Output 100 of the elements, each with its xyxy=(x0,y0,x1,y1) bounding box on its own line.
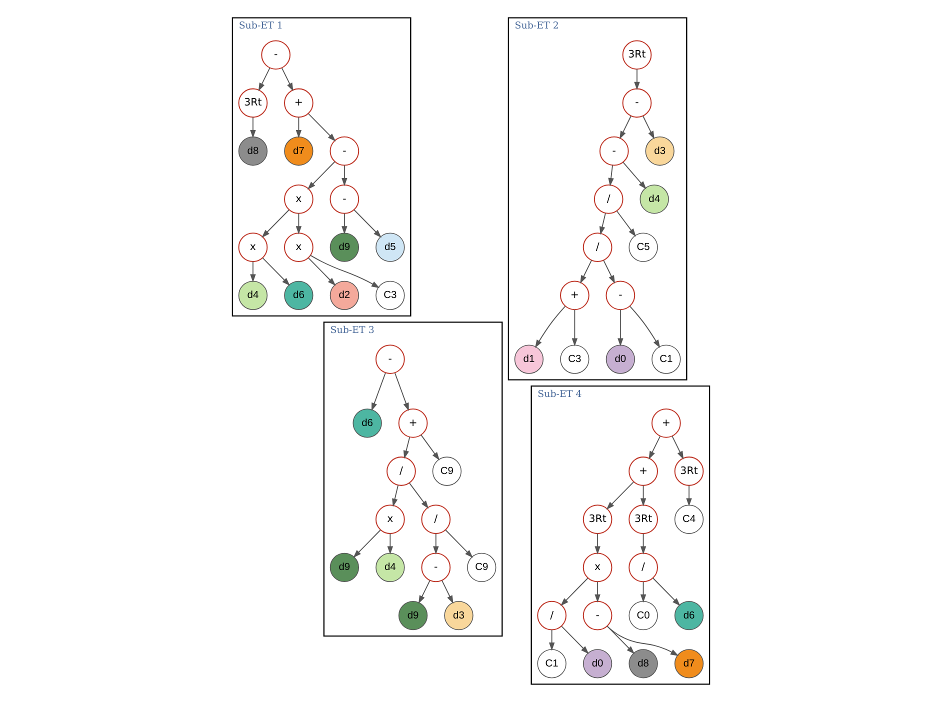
node-circle: d3 xyxy=(644,136,674,166)
arrow xyxy=(250,261,256,282)
node-circle: - xyxy=(329,136,359,166)
node-circle: - xyxy=(374,344,404,374)
node-circle: - xyxy=(582,600,612,630)
node-circle: d9 xyxy=(329,552,359,582)
arrow xyxy=(686,485,692,506)
node-circle: d6 xyxy=(284,280,313,310)
node-circle: C3 xyxy=(560,344,589,374)
arrow xyxy=(622,162,646,190)
arrow xyxy=(258,67,270,92)
node-circle: 3Rt xyxy=(622,40,652,70)
arrow xyxy=(648,436,660,460)
arrow xyxy=(560,626,588,654)
arrow xyxy=(580,260,592,284)
node-circle: / xyxy=(420,504,450,534)
arrow xyxy=(616,210,636,237)
arrow xyxy=(309,254,380,288)
arrow xyxy=(341,212,347,234)
node-circle: d8 xyxy=(628,649,658,678)
node-circle: C1 xyxy=(651,344,680,374)
arrow xyxy=(420,434,440,460)
arrow xyxy=(640,485,646,506)
arrow xyxy=(295,212,302,234)
node-circle: d8 xyxy=(238,136,268,166)
node-circle: 3Rt xyxy=(582,504,612,534)
node-circle: + xyxy=(628,456,658,486)
arrow xyxy=(306,161,335,190)
node-circle: x xyxy=(582,552,612,582)
node-circle: d4 xyxy=(639,184,668,214)
node-circle: d4 xyxy=(238,280,268,310)
node-circle: x xyxy=(374,504,404,534)
node-circle: d9 xyxy=(329,232,359,262)
node-circle: + xyxy=(398,408,428,438)
arrow xyxy=(352,530,380,558)
node-circle: d1 xyxy=(514,344,544,374)
arrow xyxy=(262,257,290,286)
node-circle: / xyxy=(386,456,416,486)
arrow xyxy=(295,116,302,138)
arrow xyxy=(608,164,614,186)
node-circle: 3Rt xyxy=(238,88,268,118)
arrow xyxy=(408,482,428,509)
node-circle: C9 xyxy=(432,456,462,486)
node-circle: C4 xyxy=(674,504,704,534)
node-circle: x xyxy=(238,232,268,262)
node-circle: / xyxy=(536,600,566,630)
arrow xyxy=(307,113,336,142)
arrow xyxy=(602,260,615,284)
arrow xyxy=(642,116,654,140)
arrow xyxy=(606,626,678,656)
node-circle: - xyxy=(622,88,652,118)
node-circle: d5 xyxy=(375,232,404,262)
node-circle: d7 xyxy=(284,136,313,166)
arrow xyxy=(250,116,256,138)
arrow xyxy=(671,436,684,460)
arrow xyxy=(341,164,347,186)
node-circle: C3 xyxy=(375,280,404,310)
arrow xyxy=(594,533,600,555)
node-circle: d6 xyxy=(352,408,382,438)
node-circle: - xyxy=(420,552,450,582)
node-circle: + xyxy=(284,88,313,118)
arrow xyxy=(598,212,606,235)
node-circle: 3Rt xyxy=(628,504,658,534)
arrow xyxy=(606,481,634,510)
arrow xyxy=(619,116,631,140)
arrow xyxy=(402,436,410,459)
arrow xyxy=(606,626,634,654)
node-circle: - xyxy=(260,40,290,70)
node-circle: d9 xyxy=(398,600,428,630)
arrow xyxy=(418,580,430,604)
node-circle: C1 xyxy=(536,649,566,678)
arrow xyxy=(280,67,293,92)
arrow xyxy=(386,533,393,555)
arrow xyxy=(444,530,472,558)
node-circle: C0 xyxy=(628,600,658,630)
node-circle: C9 xyxy=(466,552,496,582)
arrow xyxy=(370,372,386,412)
arrow xyxy=(594,581,600,603)
arrow xyxy=(440,580,453,604)
node-circle: d0 xyxy=(582,649,612,678)
arrow xyxy=(394,372,408,412)
arrow xyxy=(560,578,588,606)
node-circle: d0 xyxy=(605,344,635,374)
arrow xyxy=(634,68,640,90)
arrow xyxy=(307,257,336,286)
node-circle: + xyxy=(650,408,680,438)
arrow xyxy=(432,533,438,555)
node-circle: d6 xyxy=(674,600,704,630)
arrow xyxy=(261,209,289,238)
node-circle: d7 xyxy=(674,649,704,678)
node-circle: C5 xyxy=(628,232,658,262)
arrow xyxy=(353,209,381,238)
node-circle: d3 xyxy=(444,600,473,630)
arrow xyxy=(534,306,566,348)
node-circle: x xyxy=(284,184,313,214)
arrow xyxy=(640,533,646,555)
arrow xyxy=(617,309,623,346)
node-circle: 3Rt xyxy=(674,456,704,486)
node-circle: / xyxy=(582,232,612,262)
arrow xyxy=(640,581,646,603)
